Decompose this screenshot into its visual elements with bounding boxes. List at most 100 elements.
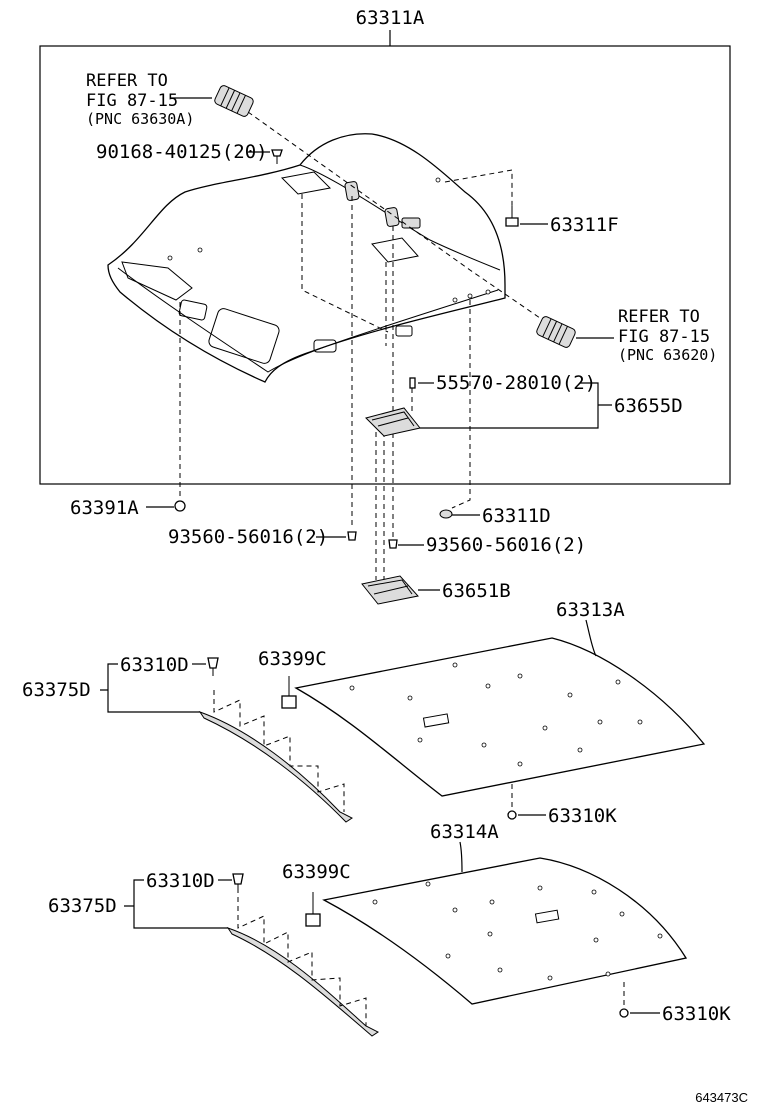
label-63311D[interactable]: 63311D: [482, 505, 551, 527]
pad-hole: [425, 881, 431, 887]
sunvisor-recess-right: [208, 308, 280, 364]
pad-hole: [577, 747, 583, 753]
label-63655D[interactable]: 63655D: [614, 395, 683, 417]
label-93560-56016-right[interactable]: 93560-56016(2): [426, 534, 586, 556]
pad-hole: [417, 737, 423, 743]
label-63311F[interactable]: 63311F: [550, 214, 619, 236]
trim-d-lower-clips: [237, 888, 367, 1026]
headliner-hole: [485, 289, 491, 295]
pad-hole: [597, 719, 603, 725]
pad-hole: [615, 679, 621, 685]
clip-399c-1-part: [281, 676, 297, 709]
clip-d-part: [439, 509, 453, 519]
silencer-a-group: 63313A 63310K: [294, 599, 706, 827]
label-refer-top-3: (PNC 63630A): [86, 110, 194, 128]
label-refer-right-2: FIG 87-15: [618, 327, 710, 347]
headliner-hole: [435, 177, 441, 183]
grip-part-right: [536, 316, 576, 348]
trim-d-upper-part: [198, 711, 353, 823]
label-63310D-1[interactable]: 63310D: [120, 654, 189, 676]
pad-hole: [452, 662, 458, 668]
label-63313A[interactable]: 63313A: [556, 599, 625, 621]
headliner-hole: [467, 293, 473, 299]
label-90168-40125[interactable]: 90168-40125(20): [96, 141, 268, 163]
pad-hole: [547, 975, 553, 981]
leader-silencer-b: [459, 841, 463, 873]
pad-hole: [407, 695, 413, 701]
trim-d-upper-group: 63310D 63399C 63375D: [22, 648, 353, 823]
grip-part-top: [214, 85, 254, 117]
bracket-trim-d-upper: [100, 663, 200, 713]
headliner-inner-edge: [117, 267, 499, 373]
assist-grip-front: [344, 181, 360, 201]
clip-310k-2-part: [619, 1008, 629, 1018]
label-63310K-2[interactable]: 63310K: [662, 1003, 731, 1025]
label-55570-28010[interactable]: 55570-28010(2): [436, 372, 596, 394]
screw-top-part: [271, 149, 283, 164]
illustration-code: 643473C: [695, 1090, 748, 1105]
pad-hole: [619, 911, 625, 917]
pad-hole: [481, 742, 487, 748]
label-63399C-2[interactable]: 63399C: [282, 861, 351, 883]
headliner-hole: [452, 297, 458, 303]
clip-391a-part: [174, 500, 186, 512]
screw-right-part: [388, 539, 398, 549]
cover-b-part: [361, 575, 419, 605]
label-refer-top-1: REFER TO: [86, 71, 168, 91]
sunvisor-recess-left: [121, 261, 193, 301]
pad-hole: [485, 683, 491, 689]
headlining-assembly-group: 63311A: [39, 7, 731, 580]
dash-grip-top: [247, 111, 541, 319]
pad-hole: [497, 967, 503, 973]
pad-hole: [517, 673, 523, 679]
console-plate-lower: [371, 237, 419, 263]
headliner-hole: [197, 247, 203, 253]
pad-hole: [445, 953, 451, 959]
label-63651B[interactable]: 63651B: [442, 580, 511, 602]
dash-clip-d: [451, 300, 471, 509]
pad-hole: [452, 907, 458, 913]
label-63311A[interactable]: 63311A: [356, 7, 425, 29]
lamp-opening-front: [178, 299, 208, 321]
cover-d-part: [365, 407, 421, 437]
label-63314A[interactable]: 63314A: [430, 821, 499, 843]
silencer-a-slot: [422, 713, 450, 728]
screw-left-part: [347, 531, 357, 541]
pad-hole: [489, 899, 495, 905]
lamp-opening-rear: [313, 339, 337, 353]
silencer-b-group: 63314A 63310K: [322, 821, 731, 1025]
label-63399C-1[interactable]: 63399C: [258, 648, 327, 670]
label-93560-56016-left[interactable]: 93560-56016(2): [168, 526, 328, 548]
headliner-panel: [107, 133, 506, 383]
pad-hole: [542, 725, 548, 731]
clip-310d-2-part: [232, 873, 244, 892]
pad-hole: [372, 899, 378, 905]
assist-grip-rear: [384, 207, 400, 227]
pad-hole: [349, 685, 355, 691]
label-63310K-1[interactable]: 63310K: [548, 805, 617, 827]
leader-silencer-a: [585, 619, 597, 657]
console-plate-upper: [280, 171, 332, 195]
loose-clips-group: 63391A 63311D 93560-56016(2) 93560-56016…: [70, 497, 586, 605]
label-63375D-1[interactable]: 63375D: [22, 679, 91, 701]
label-refer-right-1: REFER TO: [618, 307, 700, 327]
label-63391A[interactable]: 63391A: [70, 497, 139, 519]
pad-hole: [537, 885, 543, 891]
pad-hole: [657, 933, 663, 939]
bracket-trim-d-lower: [124, 879, 228, 929]
label-63310D-2[interactable]: 63310D: [146, 870, 215, 892]
silencer-b-panel: [322, 857, 688, 1005]
trim-d-lower-part: [226, 927, 379, 1037]
pad-hole: [517, 761, 523, 767]
label-refer-right-3: (PNC 63620): [618, 346, 717, 364]
dash-clip-f: [444, 169, 513, 206]
screw-mid-part: [409, 377, 416, 389]
label-63375D-2[interactable]: 63375D: [48, 895, 117, 917]
trim-d-upper-clips: [213, 690, 345, 812]
headliner-hole: [167, 255, 173, 261]
pad-hole: [591, 889, 597, 895]
silencer-a-panel: [294, 637, 706, 797]
pad-hole: [637, 719, 643, 725]
clip-399c-2-part: [305, 892, 321, 927]
